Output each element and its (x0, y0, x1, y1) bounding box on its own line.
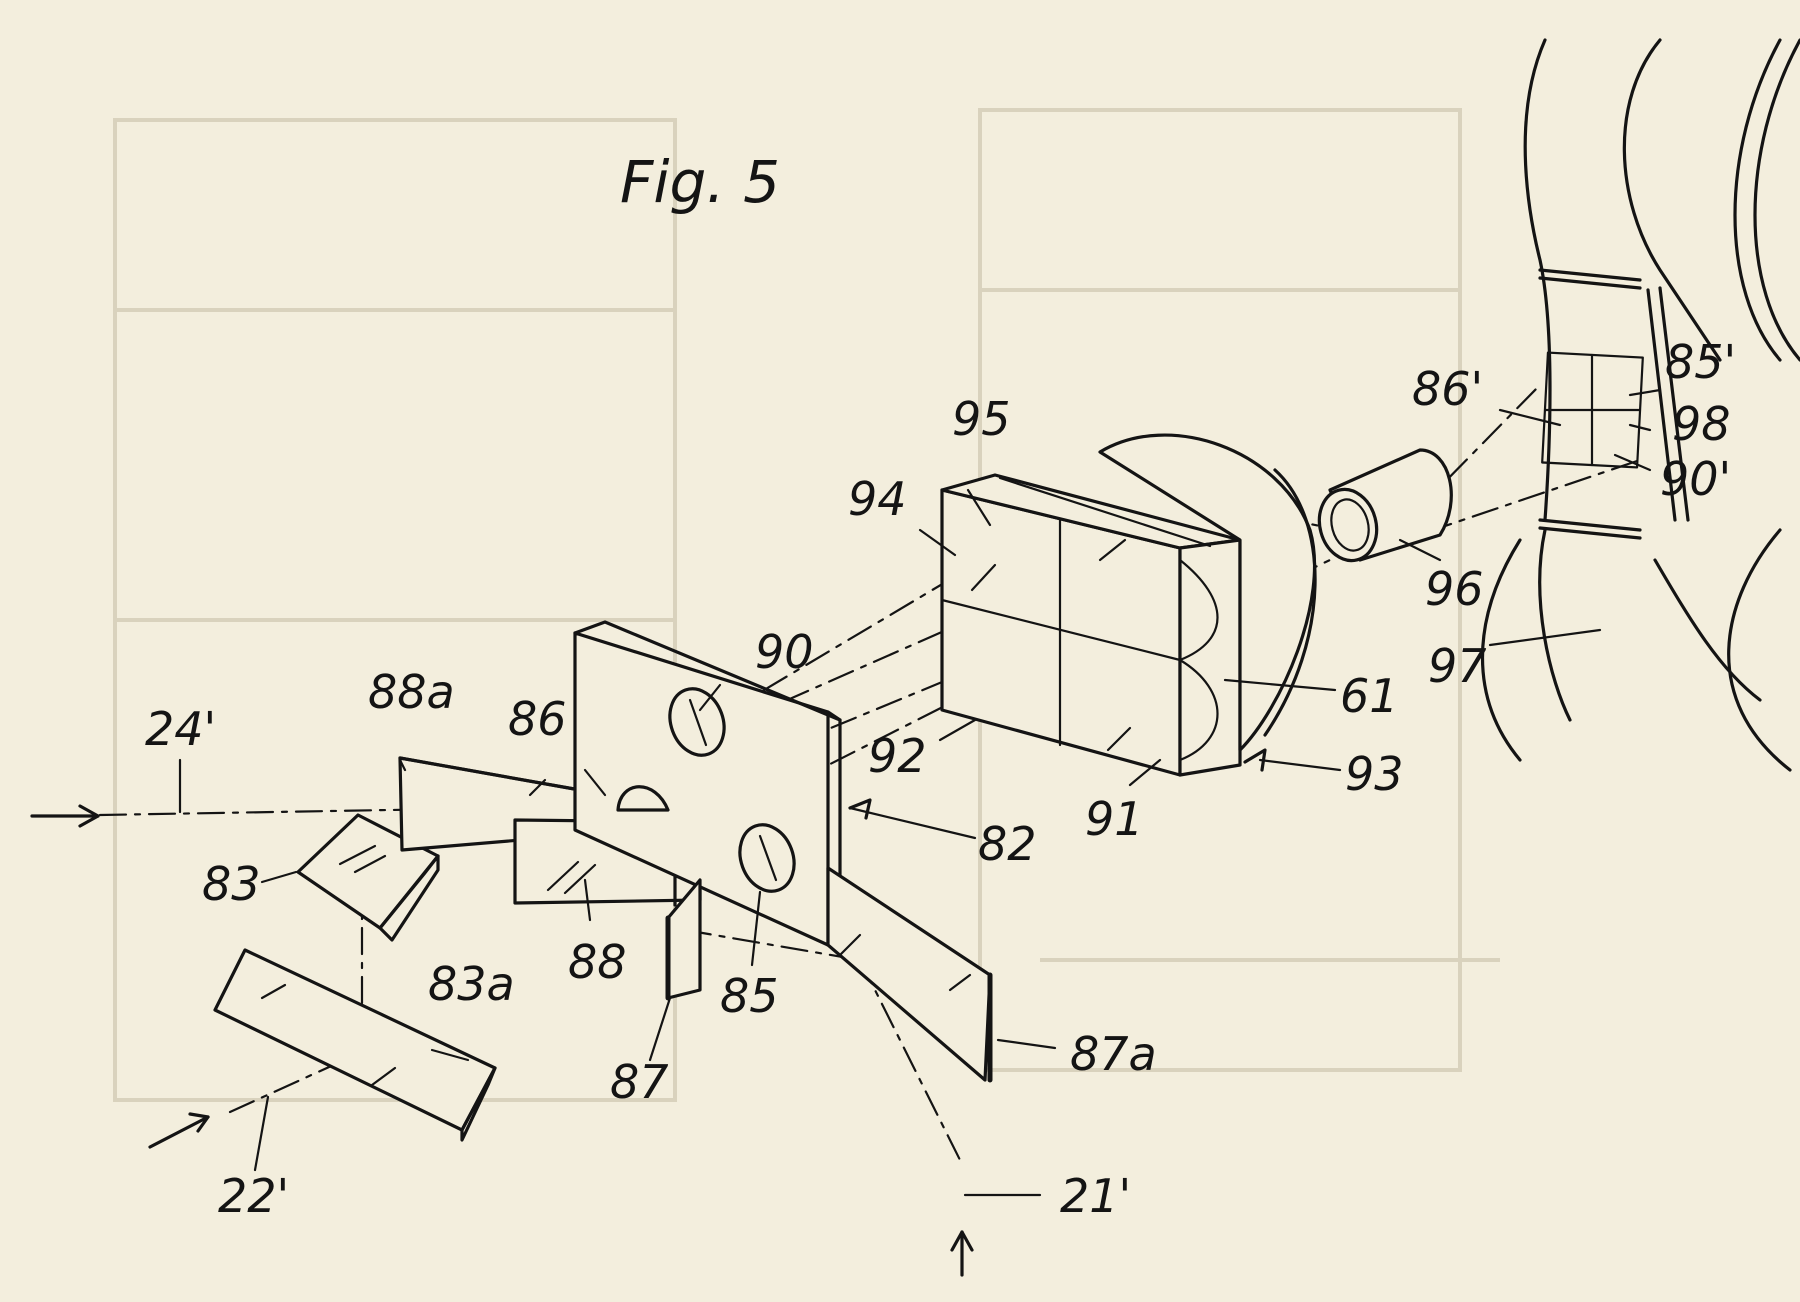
label-83: 83 (202, 857, 261, 911)
reference-labels: 95 94 86' 85' 98 90' 96 97 90 88a 86 24'… (145, 335, 1736, 1223)
label-86: 86 (508, 692, 567, 746)
label-90-prime: 90' (1660, 452, 1731, 506)
figure-title: Fig. 5 (620, 148, 780, 216)
mirror-83a (213, 948, 497, 1142)
label-86-prime: 86' (1412, 362, 1483, 416)
label-83a: 83a (428, 957, 515, 1011)
label-95: 95 (952, 392, 1011, 446)
lens-disc-61 (1098, 433, 1317, 752)
input-arrows (30, 804, 974, 1277)
label-61: 61 (1340, 669, 1399, 723)
label-96: 96 (1425, 562, 1484, 616)
label-94: 94 (848, 472, 907, 526)
label-92: 92 (868, 729, 927, 783)
label-24-prime: 24' (145, 702, 216, 756)
mirror-87 (665, 878, 702, 1001)
label-91: 91 (1085, 792, 1144, 846)
label-88a: 88a (368, 665, 455, 719)
label-85-prime: 85' (1665, 335, 1736, 389)
bleed-through-ghost (113, 108, 1500, 1102)
lens-86 (616, 785, 670, 812)
label-21-prime: 21' (1060, 1169, 1131, 1223)
film-strip-97 (1480, 38, 1800, 772)
label-97: 97 (1428, 639, 1487, 693)
label-85: 85 (720, 969, 779, 1023)
leader-lines (178, 388, 1662, 1197)
projection-lens-96 (1317, 448, 1453, 563)
label-93: 93 (1345, 747, 1404, 801)
mirror-87a (826, 866, 993, 1083)
label-90: 90 (755, 625, 814, 679)
label-87: 87 (610, 1055, 669, 1109)
label-22-prime: 22' (218, 1169, 289, 1223)
prism-block-91-95 (940, 473, 1242, 777)
label-87a: 87a (1070, 1027, 1157, 1081)
label-88: 88 (568, 935, 627, 989)
label-98: 98 (1672, 397, 1731, 451)
label-82: 82 (978, 817, 1037, 871)
